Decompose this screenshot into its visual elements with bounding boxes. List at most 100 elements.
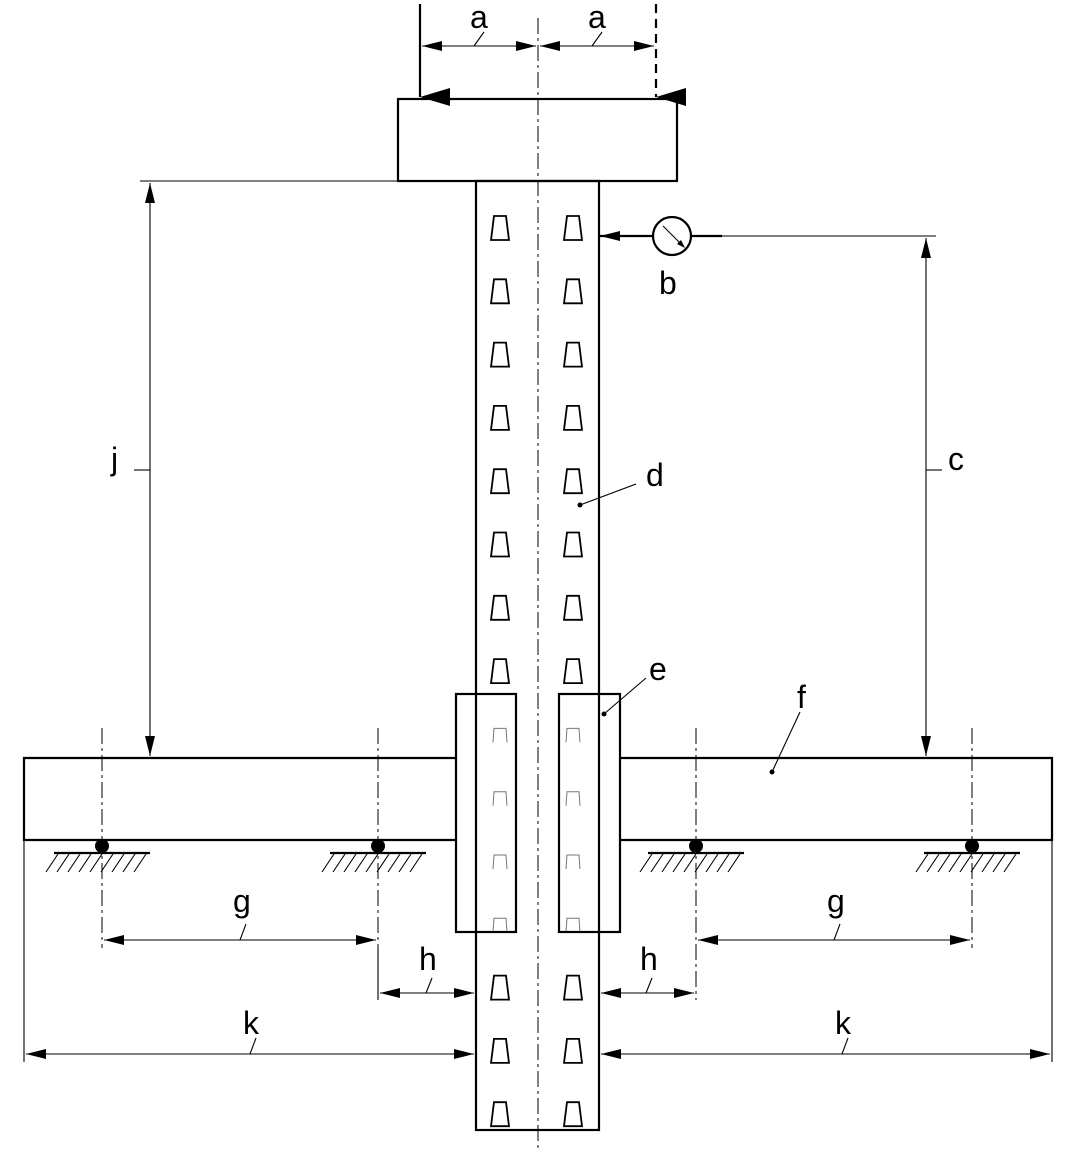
- leader-e-dot: [601, 711, 607, 717]
- ground-hatch: [959, 853, 973, 873]
- ground-hatch: [133, 853, 147, 873]
- column-hole: [489, 1038, 511, 1064]
- ground-hatch: [937, 853, 951, 873]
- column-hole: [489, 1101, 511, 1128]
- ground-hatch: [332, 853, 346, 873]
- label-h-left: h: [419, 941, 437, 977]
- roller-support-3: [689, 839, 703, 853]
- label-g-left: g: [233, 883, 251, 919]
- ground-hatch: [354, 853, 368, 873]
- column-hole-hidden: [492, 854, 508, 870]
- ground-hatch: [78, 853, 92, 873]
- ground-hatch: [948, 853, 962, 873]
- ground-hatch: [376, 853, 390, 873]
- leader-g-right: [833, 923, 841, 941]
- column-hole: [562, 594, 584, 621]
- roller-support-4: [965, 839, 979, 853]
- label-e: e: [649, 651, 667, 687]
- ground-hatch: [387, 853, 401, 873]
- ground-hatch: [398, 853, 412, 873]
- leader-h-left: [425, 977, 433, 994]
- column-hole-hidden: [565, 791, 581, 806]
- ground-hatch: [683, 853, 697, 873]
- ground-hatch: [111, 853, 125, 873]
- dial-gauge-icon: [651, 215, 693, 257]
- label-a-left: a: [470, 0, 488, 35]
- column-hole: [562, 405, 584, 431]
- column-hole-hidden: [492, 791, 508, 806]
- leader-a-right: [591, 31, 603, 47]
- ground-hatch: [915, 853, 929, 873]
- label-k-right: k: [835, 1005, 852, 1041]
- roller-support-2: [371, 839, 385, 853]
- ground-hatch: [926, 853, 940, 873]
- column-holes: [489, 215, 584, 1128]
- column-hole: [489, 468, 511, 495]
- ground-hatch: [1003, 853, 1017, 873]
- ground-hatch: [321, 853, 335, 873]
- ground-hatch: [365, 853, 379, 873]
- ground-hatch: [672, 853, 686, 873]
- column-hole-hidden: [565, 917, 581, 933]
- column-hole: [562, 468, 584, 495]
- ground-hatch: [661, 853, 675, 873]
- leader-d-dot: [577, 502, 583, 508]
- label-c: c: [948, 441, 964, 477]
- leader-k-left: [249, 1037, 257, 1055]
- label-b: b: [659, 265, 677, 301]
- column-hole: [489, 974, 511, 1001]
- column-hole: [489, 658, 511, 684]
- ground-hatch: [727, 853, 741, 873]
- ground-hatch: [100, 853, 114, 873]
- label-j: j: [110, 441, 118, 477]
- ground-hatch: [122, 853, 136, 873]
- connector-left: [454, 692, 518, 934]
- ground-hatch: [409, 853, 423, 873]
- leader-f-dot: [769, 769, 775, 775]
- leader-g-left: [239, 923, 247, 941]
- dial-gauge-needle-tip: [677, 240, 685, 248]
- ground-hatch: [992, 853, 1006, 873]
- column-hole: [562, 278, 584, 305]
- column-hole: [562, 341, 584, 368]
- ground-hatch: [56, 853, 70, 873]
- column-hole-hidden: [565, 854, 581, 870]
- connector-right: [557, 692, 622, 934]
- ground-hatch: [45, 853, 59, 873]
- label-a-right: a: [588, 0, 606, 35]
- ground-hatch: [89, 853, 103, 873]
- ground-hatch: [67, 853, 81, 873]
- column-hole-hidden: [492, 917, 508, 933]
- column-hole: [562, 1038, 584, 1064]
- column-hole: [489, 278, 511, 305]
- leader-h-right: [645, 977, 653, 994]
- column-hole-hidden: [565, 727, 581, 743]
- leader-k-right: [841, 1037, 849, 1055]
- ground-hatch: [650, 853, 664, 873]
- label-k-left: k: [243, 1005, 260, 1041]
- beam-right: [620, 756, 1054, 842]
- supports: [45, 839, 1020, 873]
- label-f: f: [797, 679, 806, 715]
- column-hole: [489, 531, 511, 558]
- column-hole: [562, 974, 584, 1001]
- label-h-right: h: [640, 941, 658, 977]
- ground-hatch: [716, 853, 730, 873]
- ground-hatch: [694, 853, 708, 873]
- column-hole: [562, 531, 584, 558]
- column-hole-hidden: [492, 727, 508, 743]
- ground-hatch: [981, 853, 995, 873]
- column-hole: [489, 594, 511, 621]
- column-hole: [562, 658, 584, 684]
- label-g-right: g: [827, 883, 845, 919]
- leader-d: [579, 483, 637, 506]
- ground-hatch: [970, 853, 984, 873]
- ground-hatch: [343, 853, 357, 873]
- column-hole: [562, 215, 584, 241]
- column-hole: [562, 1101, 584, 1128]
- leader-f: [771, 711, 801, 773]
- roller-support-1: [95, 839, 109, 853]
- column-hole: [489, 341, 511, 368]
